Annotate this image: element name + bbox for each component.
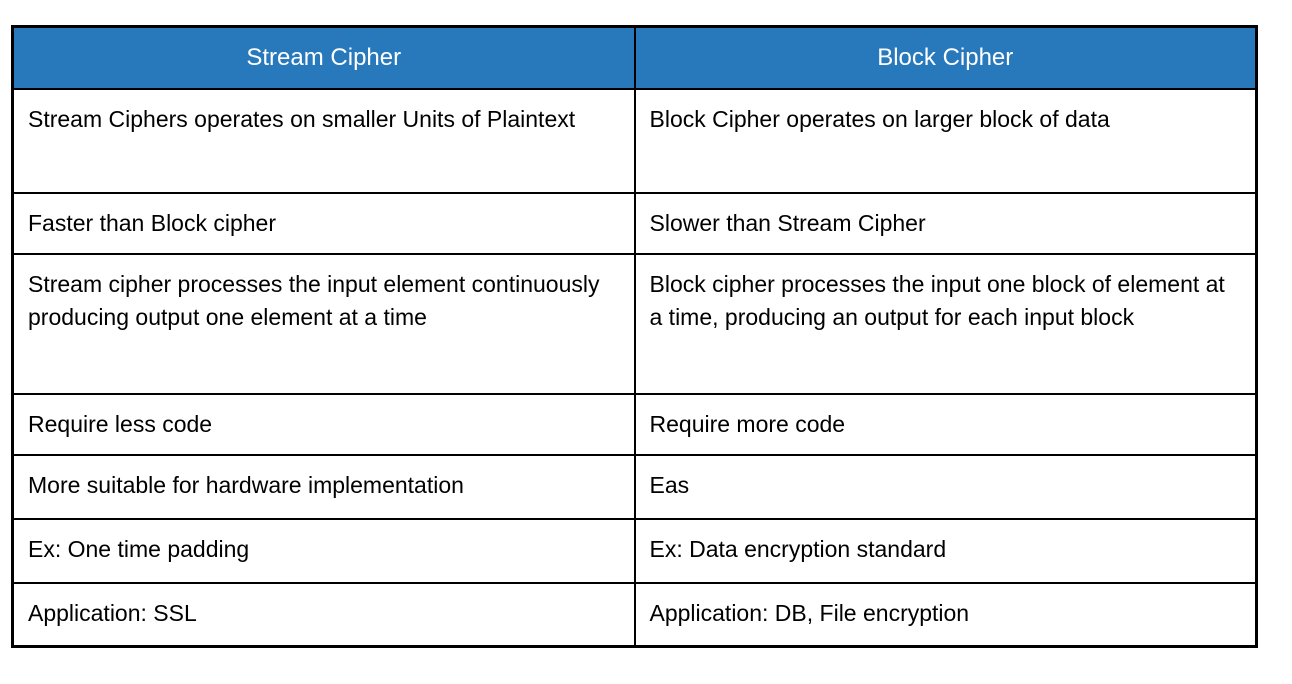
table-row: Ex: One time padding Ex: Data encryption… [11,517,1258,584]
table-cell-stream-example: Ex: One time padding [11,517,636,584]
table-cell-block-more-code: Require more code [633,392,1258,456]
cipher-comparison-table-container: Stream Cipher Block Cipher Stream Cipher… [11,25,1258,648]
table-cell-stream-units: Stream Ciphers operates on smaller Units… [11,87,636,194]
table-row: More suitable for hardware implementatio… [11,453,1258,520]
table-cell-stream-hardware: More suitable for hardware implementatio… [11,453,636,520]
table-cell-stream-faster: Faster than Block cipher [11,191,636,255]
table-cell-block-application: Application: DB, File encryption [633,581,1258,648]
table-cell-block-slower: Slower than Stream Cipher [633,191,1258,255]
table-cell-stream-application: Application: SSL [11,581,636,648]
table-cell-stream-processing: Stream cipher processes the input elemen… [11,252,636,395]
header-row: Stream Cipher Block Cipher [11,25,1258,90]
table-cell-stream-less-code: Require less code [11,392,636,456]
cipher-comparison-table: Stream Cipher Block Cipher Stream Cipher… [11,25,1258,648]
column-header-stream-cipher: Stream Cipher [11,25,636,90]
table-row: Faster than Block cipher Slower than Str… [11,191,1258,255]
table-cell-block-eas: Eas [633,453,1258,520]
table-row: Application: SSL Application: DB, File e… [11,581,1258,648]
column-header-block-cipher: Block Cipher [633,25,1258,90]
table-row: Require less code Require more code [11,392,1258,456]
table-row: Stream cipher processes the input elemen… [11,252,1258,395]
table-cell-block-larger: Block Cipher operates on larger block of… [633,87,1258,194]
table-cell-block-example: Ex: Data encryption standard [633,517,1258,584]
table-cell-block-processing: Block cipher processes the input one blo… [633,252,1258,395]
table-row: Stream Ciphers operates on smaller Units… [11,87,1258,194]
